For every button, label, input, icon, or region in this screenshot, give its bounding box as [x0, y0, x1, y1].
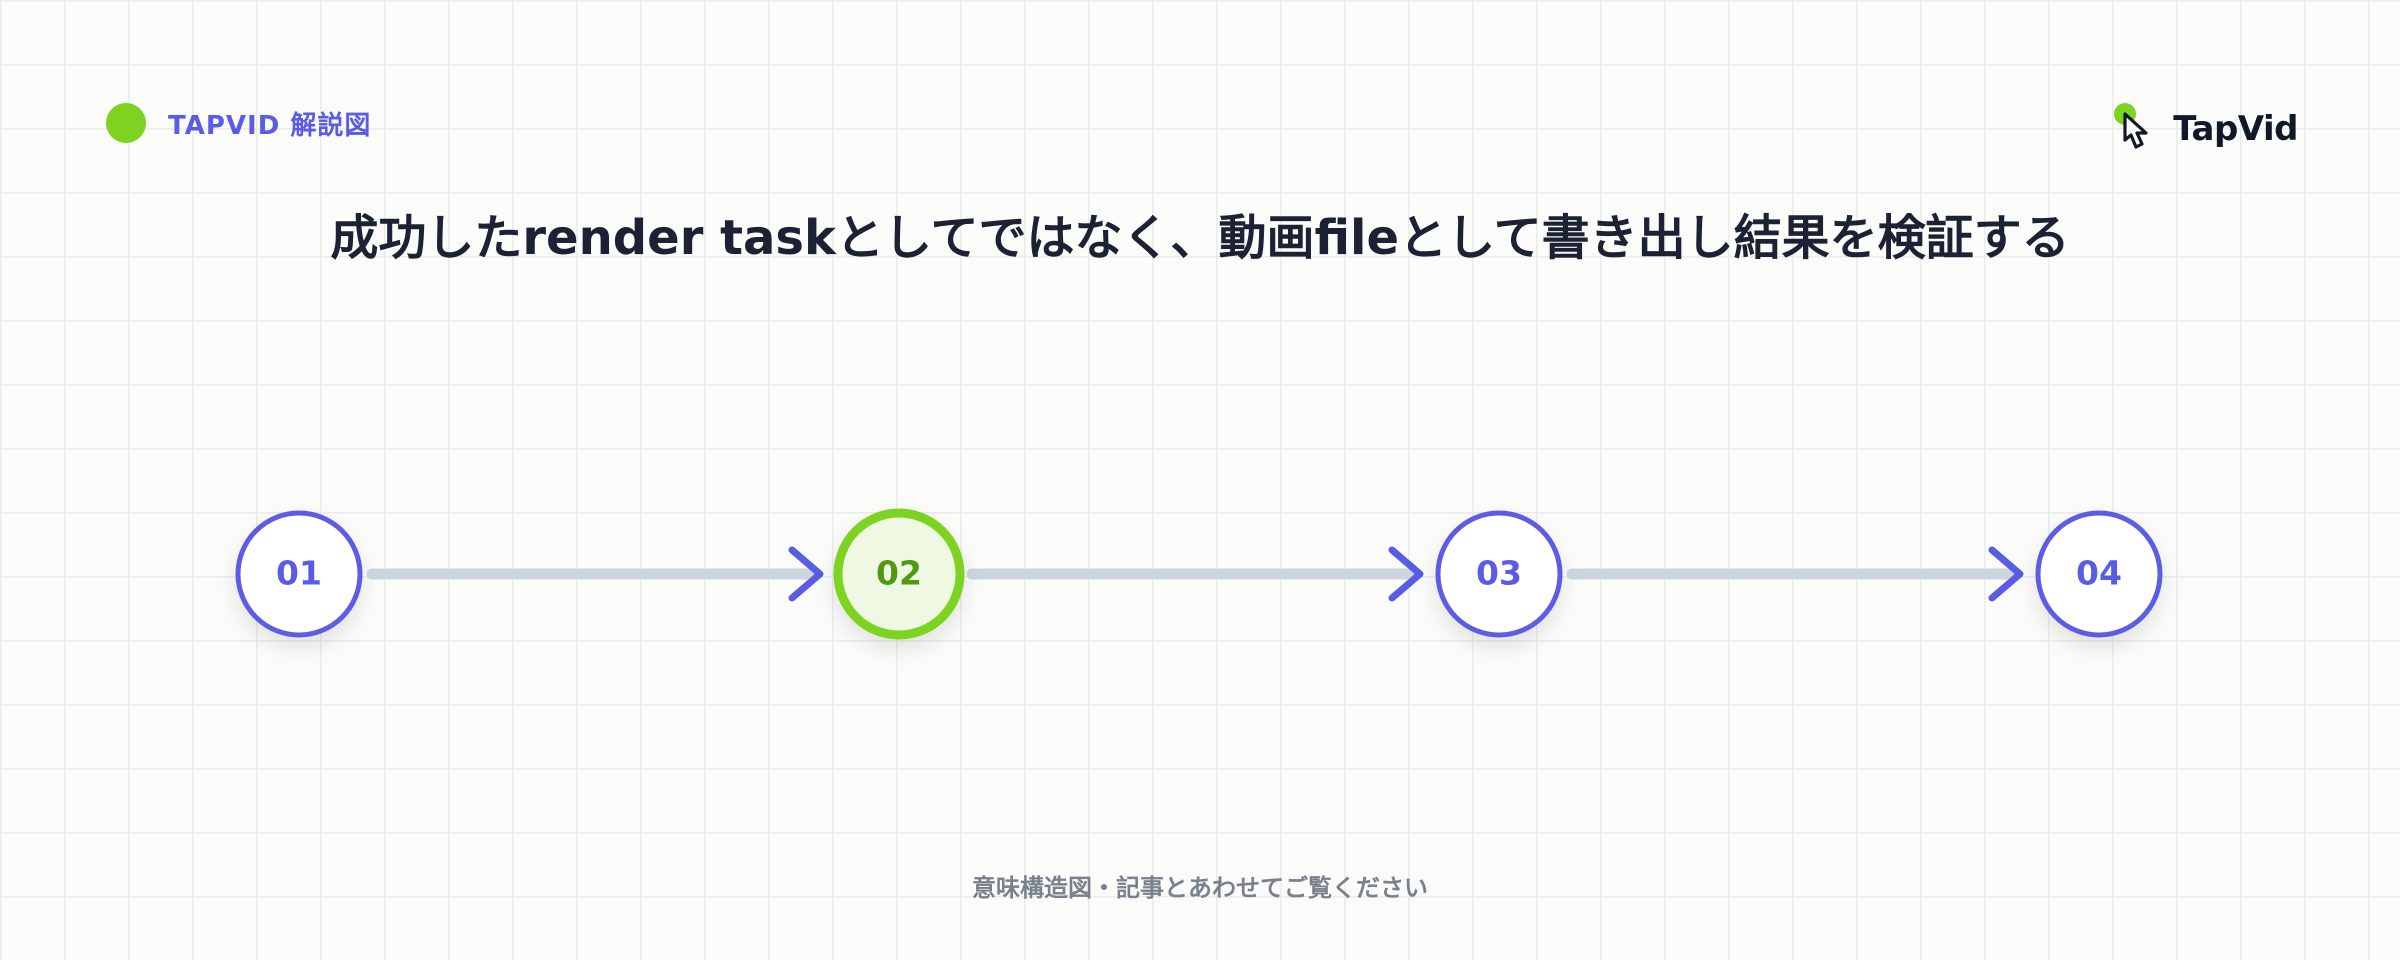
step-label: 04 — [2076, 554, 2122, 593]
footer-note: 意味構造図・記事とあわせてご覧ください — [972, 874, 1428, 902]
hand-pointer-icon — [2114, 103, 2148, 149]
step-circle — [833, 508, 965, 640]
step-circle — [1435, 510, 1563, 638]
step-circle — [235, 510, 363, 638]
tapvid-logo: TapVid — [2111, 100, 2298, 158]
step-node: 02 — [833, 508, 965, 640]
step-circle — [2035, 510, 2163, 638]
arrow-head-icon — [788, 546, 824, 602]
brand-text: TAPVID 解説図 — [168, 110, 372, 141]
step-node: 03 — [1435, 510, 1563, 638]
page-title: 成功したrender taskとしてではなく、動画fileとして書き出し結果を検… — [330, 210, 2070, 266]
logo-text: TapVid — [2173, 109, 2298, 149]
arrow-head-icon — [1388, 546, 1424, 602]
step-label: 03 — [1476, 554, 1522, 593]
arrow-head-icon — [1988, 546, 2024, 602]
brand-label: TAPVID 解説図 — [106, 103, 371, 143]
step-label: 01 — [276, 554, 322, 593]
brand-dot-icon — [106, 103, 146, 143]
step-label: 02 — [876, 554, 922, 593]
step-node: 01 — [235, 510, 363, 638]
step-node: 04 — [2035, 510, 2163, 638]
